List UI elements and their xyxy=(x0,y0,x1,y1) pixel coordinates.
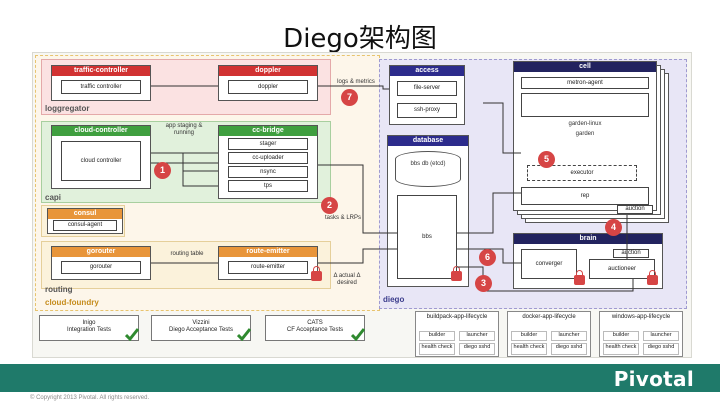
cell-auction-process: auction xyxy=(617,205,653,214)
vizzini-name: Vizzini xyxy=(192,320,210,326)
file-server-process: file-server xyxy=(397,81,457,96)
staging-note: app staging & running xyxy=(165,123,203,136)
cloud-foundry-label: cloud-foundry xyxy=(45,298,99,307)
loggregator-label: loggregator xyxy=(45,104,90,113)
buildpack-builder: builder xyxy=(419,331,455,341)
container-slots xyxy=(521,93,649,117)
converger-lock-icon xyxy=(574,270,585,285)
doppler-process: doppler xyxy=(228,80,308,94)
nsync-process: nsync xyxy=(228,166,308,178)
actual-desired-note: Δ actual Δ desired xyxy=(333,273,361,286)
windows-health-check: health check xyxy=(603,343,639,355)
windows-lifecycle-title: windows-app-lifecycle xyxy=(611,314,671,320)
cats-name: CATS xyxy=(307,320,323,326)
cc-uploader-process: cc-uploader xyxy=(228,152,308,164)
bbs-db-store xyxy=(395,151,461,187)
copyright-text: © Copyright 2013 Pivotal. All rights res… xyxy=(30,395,150,401)
database-title: database xyxy=(388,136,468,146)
pivotal-logo: Pivotal xyxy=(613,367,694,391)
cats-test-suite: CATS CF Acceptance Tests xyxy=(265,315,365,341)
auctioneer-lock-icon xyxy=(647,270,658,285)
route-emitter-process: route-emitter xyxy=(228,261,308,274)
docker-health-check: health check xyxy=(511,343,547,355)
consul-agent-process: consul-agent xyxy=(53,220,117,231)
architecture-diagram: loggregator capi routing cloud-foundry d… xyxy=(32,52,692,358)
doppler-title: doppler xyxy=(219,66,317,76)
step-2-badge: 2 xyxy=(321,197,338,214)
cell-title: cell xyxy=(514,62,656,72)
traffic-controller-process: traffic controller xyxy=(61,80,141,94)
route-emitter-lock-icon xyxy=(311,266,322,281)
step-1-badge: 1 xyxy=(154,162,171,179)
slide-title: Diego架构图 xyxy=(283,24,437,54)
route-emitter-title: route-emitter xyxy=(219,247,317,257)
garden-label: garden xyxy=(575,131,595,137)
routing-table-note: routing table xyxy=(170,251,204,257)
brain-auction-process: auction xyxy=(613,249,649,258)
step-5-badge: 5 xyxy=(538,151,555,168)
vizzini-test-suite: Vizzini Diego Acceptance Tests xyxy=(151,315,251,341)
tasks-lrps-note: tasks & LRPs xyxy=(325,215,362,221)
logs-metrics-note: logs & metrics xyxy=(337,79,375,85)
cloud-controller-process: cloud controller xyxy=(61,141,141,181)
inigo-desc: Integration Tests xyxy=(67,327,111,333)
step-3-badge: 3 xyxy=(475,275,492,292)
metron-agent-process: metron-agent xyxy=(521,77,649,89)
buildpack-lifecycle-title: buildpack-app-lifecycle xyxy=(426,314,488,320)
vizzini-check-icon xyxy=(237,328,251,341)
buildpack-launcher: launcher xyxy=(459,331,495,341)
cc-bridge-title: cc-bridge xyxy=(219,126,317,136)
docker-builder: builder xyxy=(511,331,547,341)
stager-process: stager xyxy=(228,138,308,150)
docker-launcher: launcher xyxy=(551,331,587,341)
vizzini-desc: Diego Acceptance Tests xyxy=(169,327,233,333)
bbs-lock-icon xyxy=(451,266,462,281)
consul-title: consul xyxy=(48,209,122,219)
brain-title: brain xyxy=(514,234,662,244)
bbs-process: bbs xyxy=(397,195,457,279)
cloud-controller-title: cloud-controller xyxy=(52,126,150,136)
buildpack-lifecycle: buildpack-app-lifecycle xyxy=(415,311,499,357)
gorouter-title: gorouter xyxy=(52,247,150,257)
converger-process: converger xyxy=(521,249,577,279)
inigo-name: Inigo xyxy=(82,320,96,326)
step-4-badge: 4 xyxy=(605,219,622,236)
gorouter-process: gorouter xyxy=(61,261,141,274)
windows-launcher: launcher xyxy=(643,331,679,341)
garden-linux-label: garden-linux xyxy=(568,121,602,127)
buildpack-diego-sshd: diego sshd xyxy=(459,343,495,355)
step-6-badge: 6 xyxy=(479,249,496,266)
step-7-badge: 7 xyxy=(341,89,358,106)
ssh-proxy-process: ssh-proxy xyxy=(397,103,457,118)
footer-bar xyxy=(0,364,720,392)
cats-check-icon xyxy=(351,328,365,341)
windows-lifecycle: windows-app-lifecycle xyxy=(599,311,683,357)
executor-process: executor xyxy=(527,165,637,181)
traffic-controller-title: traffic-controller xyxy=(52,66,150,76)
docker-diego-sshd: diego sshd xyxy=(551,343,587,355)
windows-builder: builder xyxy=(603,331,639,341)
capi-label: capi xyxy=(45,193,62,202)
diego-label: diego xyxy=(383,295,405,304)
buildpack-health-check: health check xyxy=(419,343,455,355)
bbs-db-label: bbs db (etcd) xyxy=(410,161,446,167)
rep-process: rep xyxy=(521,187,649,205)
windows-diego-sshd: diego sshd xyxy=(643,343,679,355)
cats-desc: CF Acceptance Tests xyxy=(286,327,344,333)
docker-lifecycle: docker-app-lifecycle xyxy=(507,311,591,357)
auctioneer-process: auctioneer xyxy=(589,259,655,279)
inigo-test-suite: Inigo Integration Tests xyxy=(39,315,139,341)
docker-lifecycle-title: docker-app-lifecycle xyxy=(522,314,576,320)
inigo-check-icon xyxy=(125,328,139,341)
access-title: access xyxy=(390,66,464,76)
routing-label: routing xyxy=(45,285,73,294)
tps-process: tps xyxy=(228,180,308,192)
